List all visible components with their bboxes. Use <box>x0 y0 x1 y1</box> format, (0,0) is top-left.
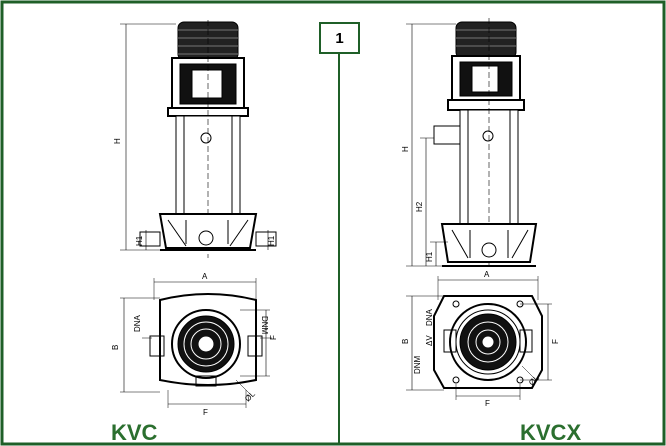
kvc-dim-dna: DNA <box>133 314 142 332</box>
kvc-dim-dnm: DNM <box>260 316 269 335</box>
kvc-dim-phi: ØL <box>243 389 257 403</box>
kvc-dim-b: B <box>111 345 120 350</box>
kvcx-side-view <box>406 18 538 267</box>
kvcx-dim-a: A <box>484 270 490 279</box>
kvc-dim-a: A <box>202 272 208 281</box>
kvcx-top-view <box>406 276 552 400</box>
kvc-title: KVC <box>111 420 158 445</box>
kvc-dim-h1-left: H1 <box>135 235 144 246</box>
kvcx-dim-b: B <box>401 339 410 344</box>
kvc-dim-h: H <box>113 138 122 144</box>
kvcx-dim-dna: DNA <box>425 308 434 326</box>
kvcx-dim-h: H <box>401 146 410 152</box>
kvcx-dim-h1: H1 <box>425 251 434 262</box>
kvcx-dim-h2: H2 <box>415 201 424 212</box>
kvc-dim-f-bottom: F <box>203 408 208 417</box>
kvc-side-view <box>120 20 277 258</box>
kvcx-title: KVCX <box>520 420 582 445</box>
kvc-dim-h1-right: H1 <box>267 235 276 246</box>
kvcx-dim-f-bottom: F <box>485 399 490 408</box>
kvcx-dim-dnm: DNM <box>413 355 422 374</box>
kvcx-dim-delta: ΔV <box>425 335 434 346</box>
kvcx-dim-f-right: F <box>551 339 560 344</box>
figure-number-badge: 1 <box>319 22 360 54</box>
kvc-dim-f-right: F <box>269 335 278 340</box>
kvc-top-view <box>120 278 272 408</box>
